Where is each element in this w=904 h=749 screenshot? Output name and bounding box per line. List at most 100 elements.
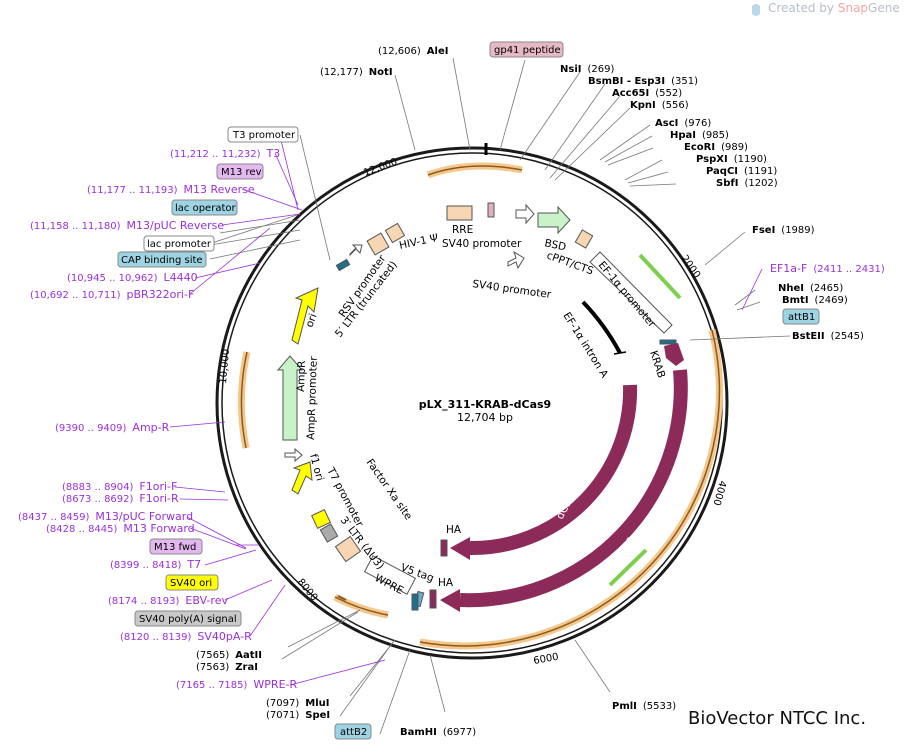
- svg-text:(7071)SpeI: (7071)SpeI: [266, 710, 330, 721]
- svg-text:SbfI(1202): SbfI(1202): [716, 178, 778, 189]
- svg-text:EcoRI(989): EcoRI(989): [684, 142, 748, 153]
- ha1-box: [440, 539, 448, 557]
- ampr-arrow: [276, 355, 304, 441]
- label-ha1: HA: [446, 524, 462, 536]
- t7-yellow-box: [311, 509, 331, 529]
- svg-text:(11,177 .. 11,193)M13 Reverse: (11,177 .. 11,193)M13 Reverse: [87, 183, 255, 196]
- dcas9-arrowhead: [450, 537, 470, 560]
- svg-text:(8120 .. 8139)SV40pA-R: (8120 .. 8139)SV40pA-R: [120, 630, 252, 643]
- label-factor-xa: Factor Xa site: [364, 457, 415, 522]
- svg-text:NheI(2465): NheI(2465): [778, 283, 843, 294]
- svg-text:PaqCI(1191): PaqCI(1191): [706, 166, 777, 177]
- svg-text:EF1a-F(2411 .. 2431): EF1a-F(2411 .. 2431): [770, 262, 885, 275]
- bsd-arrow: [537, 205, 571, 235]
- label-ampr-prom: AmpR promoter: [305, 356, 320, 440]
- orf-arc-bottom-left-line: [334, 596, 389, 616]
- hiv-psi-box: [384, 222, 406, 244]
- svg-text:KpnI(556): KpnI(556): [630, 100, 689, 111]
- svg-text:(7165 .. 7185)WPRE-R: (7165 .. 7185)WPRE-R: [176, 678, 297, 691]
- rsv-promoter-box: [366, 232, 390, 256]
- label-rre: RRE: [452, 224, 473, 236]
- svg-text:BamHI(6977): BamHI(6977): [400, 727, 476, 738]
- svg-text:(8883 .. 8904)F1ori-F: (8883 .. 8904)F1ori-F: [62, 480, 177, 493]
- tick-12000: 12,000: [362, 157, 399, 179]
- f1-ori-arrow: [291, 461, 313, 495]
- svg-text:PspXI(1190): PspXI(1190): [696, 154, 767, 165]
- tick-10000: 10,000: [218, 348, 232, 384]
- svg-text:(8437 .. 8459)M13/pUC Forward: (8437 .. 8459)M13/pUC Forward: [18, 510, 193, 523]
- svg-text:attB1: attB1: [788, 312, 815, 323]
- label-ha2: HA: [438, 577, 454, 589]
- label-bsd: BSD: [543, 237, 567, 253]
- svg-text:Created by SnapGene: Created by SnapGene: [768, 1, 900, 15]
- gp41-mark: [487, 202, 495, 218]
- svg-text:lac promoter: lac promoter: [147, 239, 212, 250]
- svg-text:(8399 .. 8418)T7: (8399 .. 8418)T7: [110, 558, 201, 571]
- svg-text:attB2: attB2: [340, 727, 367, 738]
- svg-text:(7565)AatII: (7565)AatII: [196, 650, 262, 661]
- svg-text:(8673 .. 8692)F1ori-R: (8673 .. 8692)F1ori-R: [62, 492, 179, 505]
- leader-lines: [159, 57, 791, 735]
- label-sv40-prom2: SV40 promoter: [472, 278, 553, 301]
- label-sv40-prom1: SV40 promoter: [442, 238, 522, 250]
- boxed-labels: T3 promoter M13 rev lac operator lac pro…: [117, 41, 820, 740]
- brand-label: BioVector NTCC Inc.: [688, 708, 866, 729]
- svg-text:(12,177)NotI: (12,177)NotI: [320, 67, 393, 78]
- label-ef1a-prom: EF-1α promoter: [596, 259, 658, 330]
- label-ori: ori: [304, 312, 320, 329]
- backbone-outer-ring: [215, 146, 729, 660]
- ef1a-promoter-arrow: [589, 251, 673, 334]
- rsv-arrow: [349, 244, 363, 257]
- krab-feature: [664, 343, 684, 366]
- restriction-sites: (12,606)AleI (12,177)NotI NsiI(269) BsmB…: [196, 46, 864, 738]
- label-ampr: AmpR: [295, 360, 308, 392]
- plasmid-length: 12,704 bp: [457, 411, 513, 424]
- primer-labels: (11,212 .. 11,232)T3 (11,177 .. 11,193)M…: [18, 147, 885, 691]
- svg-text:M13 rev: M13 rev: [221, 167, 262, 178]
- cas9-arrowhead: [440, 589, 460, 612]
- svg-text:(12,606)AleI: (12,606)AleI: [378, 46, 448, 57]
- feature-shapes: [276, 202, 677, 611]
- sv40-promoter-arrow: [515, 203, 535, 225]
- tick-6000: 6000: [533, 652, 560, 667]
- cap-site-mark: [335, 258, 351, 272]
- ef1a-primer-arc: [638, 253, 682, 300]
- svg-text:(11,212 .. 11,232)T3: (11,212 .. 11,232)T3: [170, 147, 280, 160]
- cppt-box: [574, 229, 594, 249]
- ori-arrow: [291, 287, 319, 345]
- orf-arc-right-line: [419, 329, 721, 647]
- attB1-mark: [659, 339, 677, 345]
- label-krab: KRAB: [647, 349, 667, 379]
- svg-text:(11,158 .. 11,180)M13/pUC Reve: (11,158 .. 11,180)M13/pUC Reverse: [30, 219, 224, 232]
- svg-text:FseI(1989): FseI(1989): [752, 225, 815, 236]
- rre-box: [446, 205, 473, 221]
- cas9-inner-green-arc: [608, 548, 648, 587]
- ltr3-gray-box: [319, 523, 339, 543]
- svg-text:AscI(976): AscI(976): [655, 118, 711, 129]
- ha2-box: [429, 589, 437, 609]
- svg-text:NsiI(269): NsiI(269): [560, 64, 614, 75]
- svg-text:lac operator: lac operator: [175, 203, 236, 214]
- orf-arcs: [237, 162, 723, 650]
- label-cppt: cPPT/CTS: [545, 250, 595, 278]
- snapgene-watermark: Created by SnapGene: [752, 1, 900, 16]
- wpre-box: [363, 555, 417, 595]
- svg-text:PmlI(5533): PmlI(5533): [612, 701, 676, 712]
- svg-text:(7097)MluI: (7097)MluI: [266, 698, 329, 709]
- label-ef1a-intron: EF-1α intron A: [560, 310, 610, 380]
- svg-text:SV40 poly(A) signal: SV40 poly(A) signal: [139, 614, 237, 625]
- svg-text:M13 fwd: M13 fwd: [154, 542, 196, 553]
- orf-arc-top-line: [427, 165, 523, 176]
- svg-text:T3 promoter: T3 promoter: [232, 130, 296, 141]
- svg-text:Acc65I(552): Acc65I(552): [612, 88, 682, 99]
- ltr3-box: [334, 535, 362, 563]
- svg-text:HpaI(985): HpaI(985): [670, 130, 729, 141]
- svg-text:(8174 .. 8193)EBV-rev: (8174 .. 8193)EBV-rev: [108, 594, 228, 607]
- intron-end-cap: [613, 351, 627, 355]
- attB2-mark: [411, 593, 419, 611]
- orf-arc-bottom-left: [333, 593, 389, 619]
- primer-leader-lines: [169, 135, 763, 686]
- svg-text:(7563)ZraI: (7563)ZraI: [196, 662, 258, 673]
- sv40-ori-arc: [337, 595, 347, 601]
- svg-text:BsmBI - Esp3I(351): BsmBI - Esp3I(351): [588, 76, 698, 87]
